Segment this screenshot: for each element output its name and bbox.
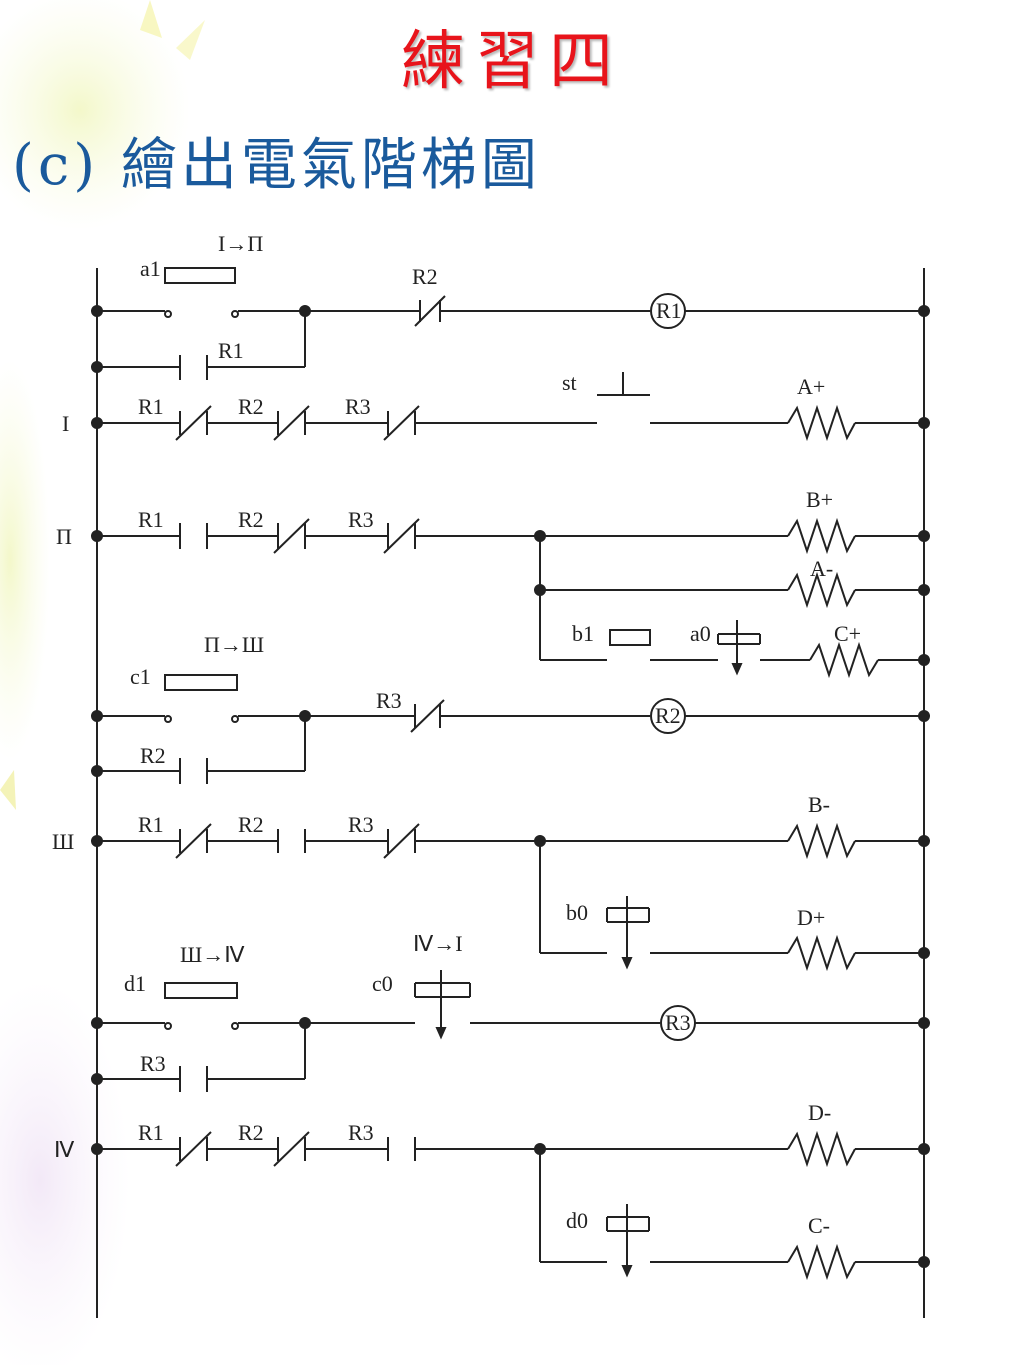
- label-R3-hold: R3: [140, 1051, 166, 1076]
- label-transition-IV-I: Ⅳ→I: [413, 931, 463, 956]
- solenoid-B-minus: [787, 822, 856, 860]
- label-b1: b1: [572, 621, 594, 646]
- label-a1: a1: [140, 256, 161, 281]
- solenoid-A-plus: [787, 404, 856, 442]
- label-B-plus: B+: [806, 487, 833, 512]
- label-step-IV: Ⅳ: [54, 1137, 75, 1162]
- yellow-ray: [176, 20, 205, 60]
- label-R2-hold: R2: [140, 743, 166, 768]
- solenoid-C-minus: [787, 1243, 856, 1281]
- limit-switch-a1: [164, 267, 236, 284]
- limit-switch-c1: [164, 674, 238, 691]
- yellow-ray: [0, 770, 16, 810]
- label-step-I: I: [62, 411, 69, 436]
- label-R3: R3: [345, 394, 371, 419]
- rung-step-III: [91, 822, 930, 972]
- label-transition-II-III: Π→Ш: [204, 632, 264, 657]
- label-B-minus: B-: [808, 792, 830, 817]
- label-R1-coil: R1: [656, 298, 682, 323]
- label-transition-III-IV: Ш→Ⅳ: [180, 942, 245, 967]
- label-R1: R1: [138, 394, 164, 419]
- label-A-plus: A+: [797, 374, 825, 399]
- label-R2: R2: [238, 1120, 264, 1145]
- label-R3: R3: [348, 812, 374, 837]
- label-d0: d0: [566, 1208, 588, 1233]
- label-c1: c1: [130, 664, 151, 689]
- solenoid-D-minus: [787, 1130, 856, 1168]
- label-step-II: Π: [56, 524, 72, 549]
- contact-terminal: [164, 310, 172, 318]
- label-D-minus: D-: [808, 1100, 831, 1125]
- label-d1: d1: [124, 971, 146, 996]
- label-R2: R2: [238, 394, 264, 419]
- label-C-plus: C+: [834, 621, 861, 646]
- contact-terminal: [231, 310, 239, 318]
- label-A-minus: A-: [810, 556, 833, 581]
- label-R1: R1: [138, 1120, 164, 1145]
- rung-1: [91, 267, 930, 329]
- label-R1-hold: R1: [218, 338, 244, 363]
- rung-1-hold: [91, 311, 306, 380]
- limit-switch-b1: [609, 629, 651, 646]
- label-transition-I-II: I→Π: [218, 231, 263, 256]
- label-R2-coil: R2: [655, 703, 681, 728]
- limit-switch-d1: [164, 982, 238, 999]
- label-a0: a0: [690, 621, 711, 646]
- label-R2: R2: [238, 812, 264, 837]
- label-R1: R1: [138, 507, 164, 532]
- yellow-swirl-top: [0, 0, 190, 230]
- label-R2: R2: [238, 507, 264, 532]
- yellow-swirl-left: [0, 360, 50, 760]
- label-b0: b0: [566, 900, 588, 925]
- slide-title: 練習四: [401, 25, 623, 99]
- label-R3: R3: [348, 507, 374, 532]
- solenoid-B-plus: [787, 517, 856, 555]
- label-R2-contact: R2: [412, 264, 438, 289]
- rung-step-I: [91, 372, 930, 442]
- slide-subtitle: (c) 繪出電氣階梯圖: [12, 133, 541, 198]
- rung-step-II: [91, 517, 930, 679]
- label-D-plus: D+: [797, 905, 825, 930]
- rung-10: [91, 970, 930, 1092]
- solenoid-A-minus: [787, 571, 856, 609]
- label-R3-coil: R3: [665, 1010, 691, 1035]
- label-R3: R3: [348, 1120, 374, 1145]
- label-R1: R1: [138, 812, 164, 837]
- label-C-minus: C-: [808, 1213, 830, 1238]
- solenoid-C-plus: [809, 641, 879, 679]
- yellow-ray: [140, 0, 162, 38]
- label-R3-contact: R3: [376, 688, 402, 713]
- solenoid-D-plus: [787, 934, 856, 972]
- label-c0: c0: [372, 971, 393, 996]
- label-step-III: Ш: [52, 829, 74, 854]
- rung-step-IV: [91, 1130, 930, 1281]
- rung-6: [91, 674, 930, 784]
- label-st: st: [562, 370, 577, 395]
